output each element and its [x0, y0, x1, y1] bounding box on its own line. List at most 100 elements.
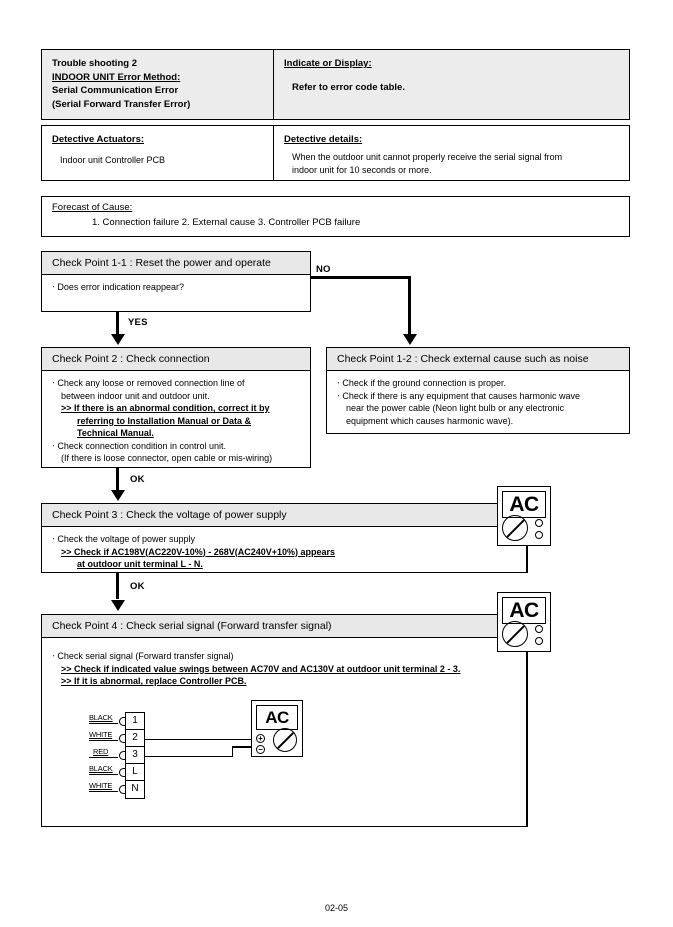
flow-line-ok-1 — [116, 468, 119, 492]
check-point-2-line-5: Technical Manual. — [77, 428, 154, 438]
terminal-lug-icon — [119, 785, 126, 794]
flow-arrow-ok-2 — [110, 600, 125, 611]
terminal-lug-icon — [119, 751, 126, 760]
ac-meter-dial-2 — [502, 621, 528, 647]
check-point-3-line-2: >> Check if AC198V(AC220V-10%) - 268V(AC… — [61, 546, 336, 557]
wire-label: WHITE — [89, 781, 113, 790]
check-point-3-body: ‧ Check the voltage of power supply >> C… — [52, 534, 336, 569]
check-point-1-2-body: ‧ Check if the ground connection is prop… — [337, 378, 581, 426]
indicate-or-display-cell: Indicate or Display: Refer to error code… — [274, 50, 629, 119]
terminal-id: N — [131, 783, 139, 794]
terminal-row: 2 — [119, 730, 144, 747]
check-point-4-title: Check Point 4 : Check serial signal (For… — [42, 615, 527, 638]
check-point-1-2-line-1: Check if the ground connection is proper… — [342, 378, 506, 388]
flow-line-yes — [116, 312, 119, 336]
check-point-2-line-7: (If there is loose connector, open cable… — [61, 453, 273, 463]
wire-label: BLACK — [89, 764, 113, 773]
detective-details-cell: Detective details: When the outdoor unit… — [274, 126, 629, 180]
wire-lead-line — [89, 791, 118, 793]
detective-table: Detective Actuators: Indoor unit Control… — [41, 125, 630, 181]
check-point-2-box: Check Point 2 : Check connection ‧ Check… — [41, 347, 311, 468]
probe-lead-terminal-3-to-meter — [231, 746, 256, 748]
check-point-1-2-line-2: Check if there is any equipment that cau… — [342, 390, 581, 401]
terminal-lug-icon — [119, 717, 126, 726]
terminal-lug-icon — [119, 734, 126, 743]
terminal-row: L — [119, 764, 144, 781]
flow-label-no: NO — [316, 264, 331, 275]
check-point-4-line-3: >> If it is abnormal, replace Controller… — [61, 676, 247, 686]
error-name-line-1: Serial Communication Error — [52, 85, 179, 96]
check-point-3-box: Check Point 3 : Check the voltage of pow… — [41, 503, 528, 573]
detective-actuators-cell: Detective Actuators: Indoor unit Control… — [42, 126, 274, 180]
ac-meter-screen-3: AC — [256, 705, 298, 731]
indicate-or-display-label: Indicate or Display: — [284, 58, 372, 69]
error-method-label: INDOOR UNIT Error Method: — [52, 71, 181, 83]
check-point-2-title: Check Point 2 : Check connection — [42, 348, 310, 371]
terminal-row: N — [119, 781, 144, 798]
check-point-3-line-1: Check the voltage of power supply — [57, 534, 195, 544]
flow-line-no-vertical — [408, 276, 411, 335]
terminal-lug-icon — [119, 768, 126, 777]
error-summary-left-cell: Trouble shooting 2 INDOOR UNIT Error Met… — [42, 50, 274, 119]
check-point-4-line-2: >> Check if indicated value swings betwe… — [61, 663, 461, 674]
terminal-id: L — [132, 766, 138, 777]
ac-meter-dial-1 — [502, 515, 528, 541]
terminal-id: 2 — [132, 732, 138, 743]
check-point-1-2-title: Check Point 1-2 : Check external cause s… — [327, 348, 629, 371]
check-point-1-1-line-1: Does error indication reappear? — [57, 282, 184, 292]
ac-meter-jack-top-1 — [535, 519, 543, 527]
check-point-2-line-6: Check connection condition in control un… — [57, 440, 226, 451]
terminal-block: 1 2 3 L N — [119, 712, 145, 799]
ac-meter-jack-bottom-2 — [535, 637, 543, 645]
error-name-line-2: (Serial Forward Transfer Error) — [52, 98, 191, 110]
ac-meter-2-lead — [526, 652, 528, 827]
trouble-shooting-title: Trouble shooting 2 — [52, 58, 137, 69]
ac-meter-jack-top-2 — [535, 625, 543, 633]
check-point-2-line-3: >> If there is an abnormal condition, co… — [61, 403, 270, 413]
detective-details-line-2: indoor unit for 10 seconds or more. — [292, 164, 432, 175]
forecast-of-cause-label: Forecast of Cause: — [52, 202, 133, 213]
ac-voltmeter-icon-1: AC — [497, 486, 551, 546]
forecast-of-cause-box: Forecast of Cause: 1. Connection failure… — [41, 196, 630, 237]
ac-meter-1-lead — [526, 546, 528, 573]
flow-label-yes: YES — [128, 317, 148, 328]
ac-voltmeter-icon-3: AC + − — [251, 700, 303, 757]
terminal-id: 1 — [132, 715, 138, 726]
terminal-row: 3 — [119, 747, 144, 764]
flow-line-no-horizontal — [311, 276, 411, 279]
ac-voltmeter-icon-2: AC — [497, 592, 551, 652]
ac-meter-jack-bottom-1 — [535, 531, 543, 539]
check-point-2-body: ‧ Check any loose or removed connection … — [52, 378, 273, 463]
wire-lead-line — [89, 757, 118, 759]
check-point-1-1-body: ‧ Does error indication reappear? — [52, 282, 184, 292]
detective-actuators-value: Indoor unit Controller PCB — [60, 154, 166, 165]
ac-meter-dial-3 — [273, 728, 297, 752]
flow-arrow-yes — [110, 334, 125, 345]
detective-details-line-1: When the outdoor unit cannot properly re… — [292, 151, 563, 162]
wire-lead-line — [89, 774, 118, 776]
ac-meter-screen-1: AC — [502, 491, 546, 518]
check-point-1-1-title: Check Point 1-1 : Reset the power and op… — [42, 252, 310, 275]
wire-label: BLACK — [89, 713, 113, 722]
check-point-3-title: Check Point 3 : Check the voltage of pow… — [42, 504, 527, 527]
check-point-1-1-box: Check Point 1-1 : Reset the power and op… — [41, 251, 311, 312]
check-point-2-line-1: Check any loose or removed connection li… — [57, 378, 245, 388]
terminal-id: 3 — [132, 749, 138, 760]
error-summary-table: Trouble shooting 2 INDOOR UNIT Error Met… — [41, 49, 630, 120]
ac-meter-negative-terminal: − — [256, 745, 265, 754]
terminal-row: 1 — [119, 713, 144, 730]
check-point-2-line-4: referring to Installation Manual or Data… — [77, 415, 252, 426]
detective-actuators-label: Detective Actuators: — [52, 134, 145, 145]
flow-label-ok-1: OK — [130, 474, 145, 485]
flow-arrow-ok-1 — [110, 490, 125, 501]
forecast-of-cause-list: 1. Connection failure 2. External cause … — [92, 217, 361, 228]
probe-lead-terminal-3-horizontal — [145, 755, 233, 757]
indicate-or-display-value: Refer to error code table. — [292, 81, 405, 93]
ac-meter-screen-2: AC — [502, 597, 546, 624]
check-point-4-body: ‧ Check serial signal (Forward transfer … — [52, 651, 461, 686]
check-point-1-2-line-3: near the power cable (Neon light bulb or… — [346, 403, 565, 413]
check-point-1-2-line-4: equipment which causes harmonic wave). — [346, 415, 514, 426]
detective-details-label: Detective details: — [284, 134, 363, 145]
wire-label: WHITE — [89, 730, 113, 739]
